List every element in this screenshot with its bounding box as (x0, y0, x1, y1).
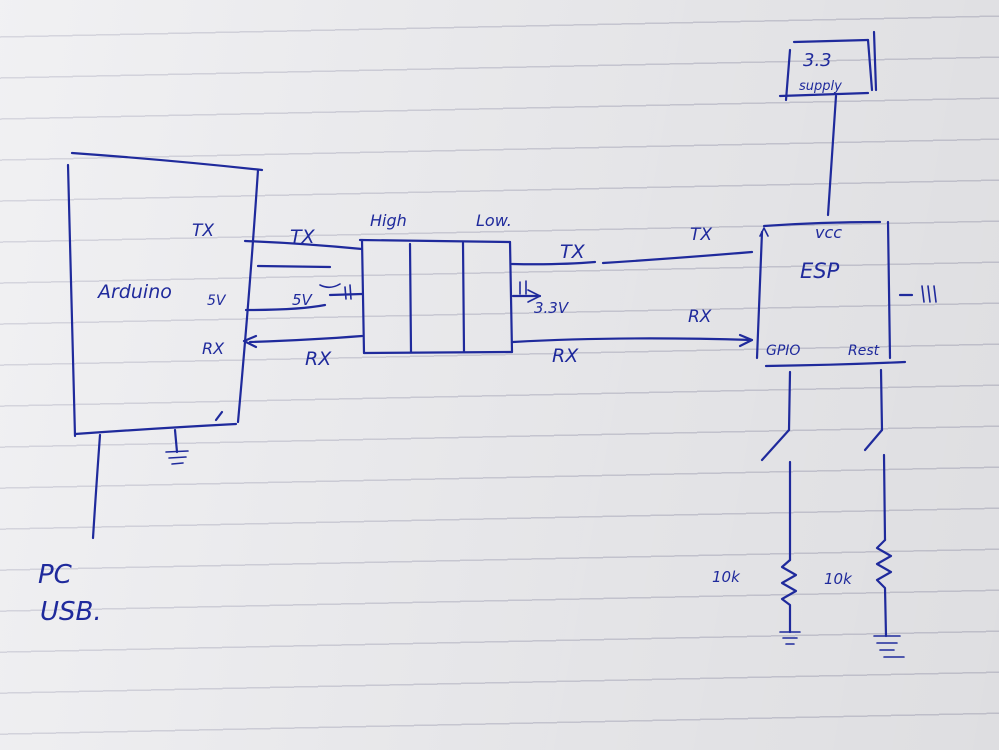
arduino-label: Arduino (96, 281, 172, 303)
reset-ground-icon (873, 635, 905, 658)
usb-label: USB. (40, 597, 102, 627)
tx-esp-label: TX (690, 225, 712, 245)
r1-label: 10k (712, 568, 741, 586)
wire-rx-left (242, 334, 364, 349)
high-label: High (370, 211, 407, 230)
gpio-label: GPIO (766, 343, 800, 359)
level-shifter-block (358, 238, 514, 355)
tx-right-label: TX (560, 241, 586, 263)
gpio-ground-icon (779, 631, 801, 645)
rx-left-label: RX (305, 348, 332, 370)
5v-mid-label: 5V (292, 291, 314, 309)
arduino-tx-label: TX (192, 221, 214, 241)
tx-left-label: TX (290, 226, 316, 248)
supply-label: supply (799, 79, 842, 94)
pc-label: PC (38, 560, 73, 590)
arduino-5v-label: 5V (207, 293, 227, 309)
wire-5v (244, 283, 364, 312)
usb-cable (91, 433, 102, 540)
r2-label: 10k (824, 570, 853, 588)
wire-tx-left (243, 239, 364, 269)
rst-label: Rest (848, 343, 880, 359)
reset-switch-icon (863, 368, 887, 542)
esp-label: ESP (800, 259, 840, 283)
esp-ground-icon (921, 285, 937, 303)
wire-3v3 (511, 280, 542, 303)
3v3-label: 3.3V (534, 299, 570, 317)
wire-rx-right (511, 333, 754, 348)
rx-esp-label: RX (688, 307, 712, 327)
vcc-label: vcc (815, 223, 842, 242)
rx-right-label: RX (552, 345, 579, 367)
reset-resistor-icon (875, 538, 893, 638)
gpio-resistor-icon (780, 558, 798, 634)
supply-block (778, 30, 878, 217)
arduino-ground-icon (165, 428, 189, 465)
wire-tx-right (510, 250, 754, 266)
supply-voltage-label: 3.3 (803, 50, 832, 71)
esp-block (755, 220, 914, 368)
low-label: Low. (476, 211, 512, 230)
arduino-rx-label: RX (202, 339, 225, 358)
arduino-block (66, 151, 264, 438)
gpio-switch-icon (760, 370, 792, 562)
